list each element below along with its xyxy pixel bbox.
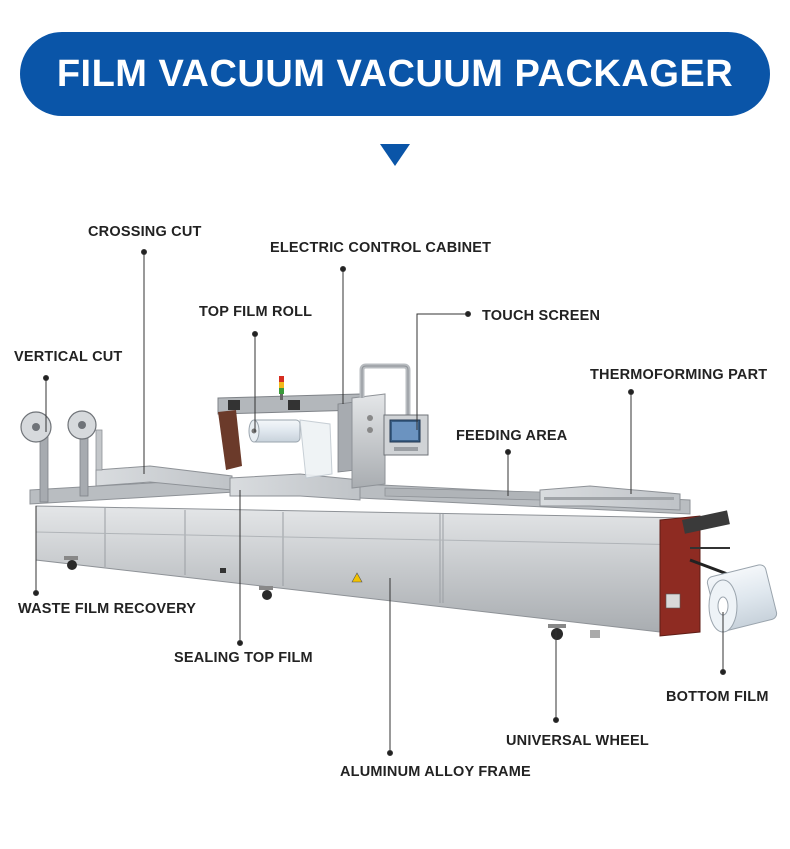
label-feeding-area: FEEDING AREA <box>456 428 568 444</box>
label-waste-film-recovery: WASTE FILM RECOVERY <box>18 601 197 617</box>
title-banner: FILM VACUUM VACUUM PACKAGER <box>20 32 770 116</box>
label-sealing-top-film: SEALING TOP FILM <box>174 650 313 666</box>
down-arrow-icon <box>380 144 410 166</box>
label-universal-wheel: UNIVERSAL WHEEL <box>506 733 649 749</box>
page-title: FILM VACUUM VACUUM PACKAGER <box>56 52 734 95</box>
label-bottom-film: BOTTOM FILM <box>666 689 769 705</box>
packager-machine <box>20 363 778 640</box>
callout-leaders <box>33 249 726 756</box>
label-top-film-roll: TOP FILM ROLL <box>199 304 313 320</box>
label-thermoforming-part: THERMOFORMING PART <box>590 367 768 383</box>
label-aluminum-alloy-frame: ALUMINUM ALLOY FRAME <box>340 764 531 780</box>
label-touch-screen: TOUCH SCREEN <box>482 308 601 324</box>
label-vertical-cut: VERTICAL CUT <box>14 349 123 365</box>
label-electric-control-cabinet: ELECTRIC CONTROL CABINET <box>270 240 492 256</box>
label-crossing-cut: CROSSING CUT <box>88 224 202 240</box>
